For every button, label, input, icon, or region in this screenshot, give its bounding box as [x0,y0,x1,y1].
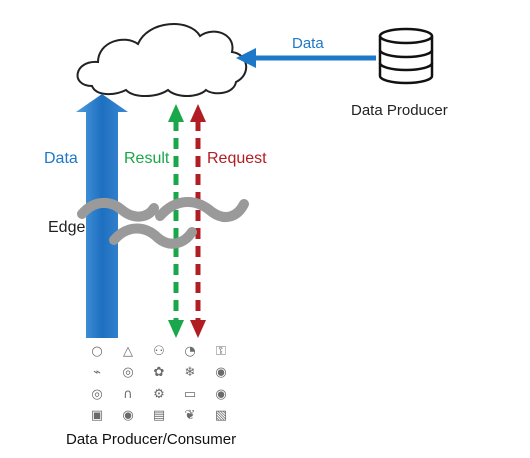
disc-icon: ◉ [215,386,227,402]
key-icon: ⚿ [216,343,226,359]
flash-icon: ⌁ [93,365,101,380]
droplet-icon: △ [123,343,133,359]
lightbulb-icon: ○ [91,343,103,359]
monitor-icon: ▭ [183,386,197,402]
gear-icon: ⚙ [153,386,165,402]
cloud-icon [76,23,247,97]
request-arrow [190,104,206,338]
eye-icon: ◉ [122,408,134,423]
fan-icon: ✿ [153,365,165,380]
producer-consumer-label: Data Producer/Consumer [66,431,237,448]
producer-to-cloud-arrow [236,48,376,68]
edge-wave-lines [77,196,249,249]
edge-label: Edge [48,219,86,236]
request-label: Request [207,150,267,167]
lens-icon: ◉ [215,365,227,380]
result-label: Result [124,150,170,167]
device-grid [82,340,240,428]
camera-icon: ◎ [122,365,134,380]
thermostat-icon: ▤ [152,408,166,423]
database-icon [378,27,434,85]
result-arrow [168,104,184,338]
leaf-icon: ❦ [184,408,196,423]
ring-icon: ◎ [91,386,103,402]
data-flow-label-left: Data [44,150,78,167]
gauge-icon: ◔ [184,343,196,359]
arch-icon: ∩ [123,386,133,402]
data-upload-arrow [76,94,128,338]
picture-icon: ▧ [214,408,228,423]
snowflake-icon: ❄ [184,365,196,380]
data-flow-label-top: Data [292,35,324,52]
appliance-icon: ▣ [90,408,104,423]
data-producer-label: Data Producer [351,102,448,119]
bottle-icon: ⚇ [153,343,165,359]
